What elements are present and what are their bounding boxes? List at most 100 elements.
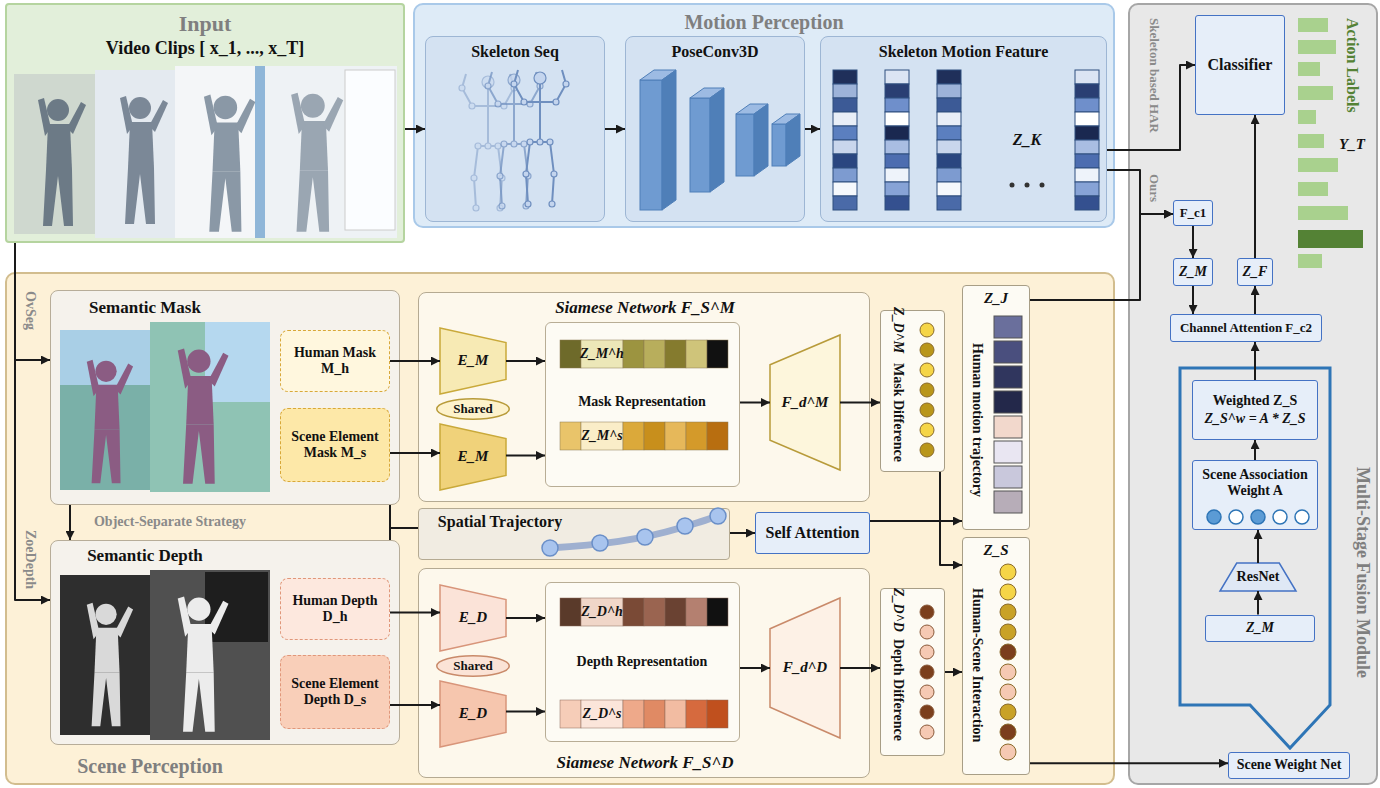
node-text: Z_M^s [581,428,622,444]
node-text: Z_D^D [890,588,906,632]
illustration-part [772,124,786,166]
illustration-part [581,340,623,368]
connector [1107,170,1173,214]
illustration-part [1298,182,1328,196]
illustration-part [581,598,623,626]
illustration-part [710,88,724,192]
connector [1254,286,1256,314]
text-anchor: Z_J [984,290,1008,307]
node-text: Z_S^w = A * Z_S [1204,411,1305,427]
illustration-part [994,366,1022,388]
text-anchor: Semantic Mask [89,298,201,318]
video-frames [14,66,397,238]
edge-label: Object-Separate Strategy [94,514,246,530]
connector [1257,591,1259,615]
process-box: PoseConv3D [625,36,805,222]
illustration-part [1000,584,1016,600]
node-text: PoseConv3D [671,43,758,61]
illustration-part [920,423,934,437]
node-text: Z_S [983,542,1008,559]
text-anchor: Z_D^M [890,307,906,353]
text-anchor: Siamese Network F_S^D [557,753,734,773]
illustration-part [686,700,707,728]
connector [506,617,545,619]
depth-box: Human Depth D_h [280,578,390,640]
illustration-part [920,645,934,659]
process-box: Scene Weight Net [1228,752,1350,779]
illustration-part [1298,230,1363,248]
node-text: Z_M [1246,620,1274,636]
connector [1030,214,1173,300]
node-text: Z_D^h [581,604,622,620]
illustration-part [937,70,961,210]
illustration-part [644,422,665,450]
mask-box: Scene Element Mask M_s [280,408,390,482]
connector [506,455,545,457]
shape-outline [440,328,506,394]
illustration-part [920,363,934,377]
illustration-part [690,98,710,192]
connector [390,360,440,362]
node-text: Input [179,11,232,36]
text-anchor: Z_D^D [890,588,906,632]
illustration-part [786,114,800,166]
text-anchor: Depth Representation [577,654,708,670]
illustration-part [707,700,728,728]
free-label: Ours [1147,174,1162,202]
connector [1030,762,1228,764]
node-text: Classifier [1208,56,1273,74]
node-text: Mask Representation [578,394,706,410]
illustration-part [1298,62,1320,76]
depth-difference-circles [920,605,934,739]
text-anchor: Spatial Trajectory [438,513,562,531]
connector [840,402,880,404]
connector [390,612,440,614]
classifier-box: Classifier [1195,15,1285,115]
depth-images [60,570,270,740]
illustration-part [1298,18,1328,32]
conv-blocks [640,70,800,210]
connector [506,360,545,362]
illustration-part [772,114,800,124]
node-text: Z_F [1243,264,1268,280]
node-text: Depth Difference [890,639,906,741]
illustration-part [920,443,934,457]
illustration-part [205,572,268,642]
text-anchor: Human motion trajectory [969,343,985,497]
illustration-part [511,70,569,207]
node-text: Scene Weight Net [1237,757,1342,773]
illustration-part [1298,134,1324,148]
node-text: Scene Element Mask M_s [285,429,385,461]
text-anchor: Multi-Stage Fusion Module [1353,467,1374,678]
node-text: Z_M [1179,264,1207,280]
connector [940,472,962,565]
illustration-part [60,575,175,735]
illustration-part [178,348,229,483]
illustration-part [994,341,1022,363]
illustration-part [665,340,686,368]
illustration-part [581,700,623,728]
text-anchor: OvSeg [22,291,38,330]
illustration-part [38,98,86,226]
mask-difference-circles [920,323,934,457]
node-text: Shared [453,402,493,417]
illustration-part [560,340,581,368]
depth-representation-bars [560,598,728,728]
node-text: Z_M^h [580,346,624,362]
illustration-part [87,603,133,726]
node-text: E_D [459,705,487,722]
connector [945,671,962,673]
connector [390,452,440,454]
decoder-trapezoid: F_d^M [770,335,840,470]
illustration-part [644,340,665,368]
image-panel: Semantic DepthHuman Depth D_hScene Eleme… [50,540,400,745]
node-text: Scene Association Weight A [1197,467,1313,499]
text-anchor: Y_T [1339,136,1365,153]
mask-images [60,322,270,492]
connector [1254,440,1256,460]
illustration-part [623,422,644,450]
illustration-part [1298,86,1333,100]
illustration-part [1025,183,1030,188]
illustration-part [623,700,644,728]
